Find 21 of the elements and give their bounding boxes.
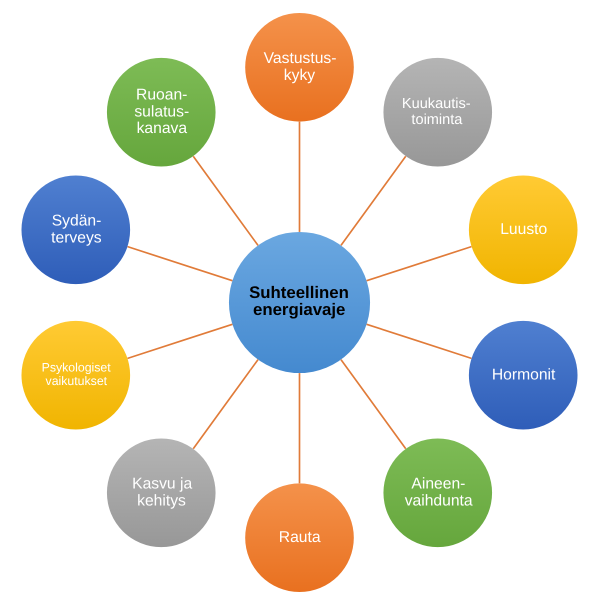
- node-circle: Hormonit: [468, 320, 578, 430]
- node-circle: Kuukautis- toiminta: [383, 58, 492, 167]
- node-circle: Ruoan- sulatus- kanava: [106, 58, 216, 167]
- connector: [127, 324, 233, 360]
- connector: [366, 324, 472, 360]
- connector: [192, 359, 259, 450]
- connector: [127, 246, 233, 282]
- node-circle: Luusto: [468, 176, 578, 284]
- node-circle: Suhteellinen energiavaje: [228, 232, 370, 374]
- node-circle: Rauta: [245, 483, 354, 592]
- connector: [192, 156, 259, 246]
- connector: [298, 122, 300, 232]
- node-circle: Psykologiset vaikutukset: [21, 320, 130, 430]
- node-circle: Aineen- vaihdunta: [383, 438, 492, 548]
- connector: [340, 359, 406, 450]
- connector: [298, 373, 300, 484]
- node-circle: Kasvu ja kehitys: [106, 438, 216, 548]
- node-circle: Sydän- terveys: [21, 176, 130, 284]
- connector: [366, 246, 472, 282]
- node-circle: Vastustus- kyky: [245, 12, 354, 122]
- connector: [340, 156, 406, 246]
